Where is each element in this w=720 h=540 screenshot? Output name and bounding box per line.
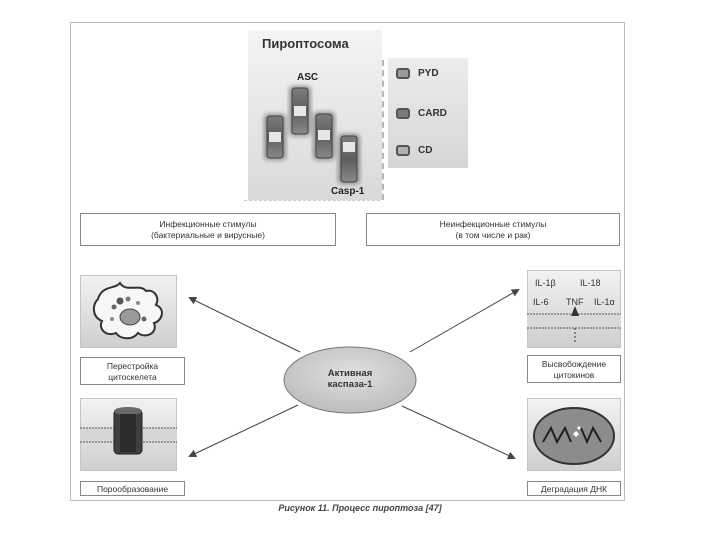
dna-label: Деградация ДНК (540, 484, 608, 494)
figure-frame (70, 22, 625, 501)
il1b-label: IL-1β (535, 278, 556, 288)
active-caspase-label: Активная каспаза-1 (284, 368, 416, 390)
arrow-to-cytokines (409, 289, 520, 353)
infectious-stimuli-line1: Инфекционные стимулы (159, 219, 257, 229)
infectious-stimuli-box: Инфекционные стимулы (бактериальные и ви… (80, 213, 336, 246)
cytokines-line1: Высвобождение (541, 359, 607, 369)
arrow-to-cytoskeleton (188, 297, 301, 353)
pore-label: Порообразование (96, 484, 169, 494)
noninfectious-stimuli-line1: Неинфекционные стимулы (439, 219, 547, 229)
il6-label: IL-6 (533, 297, 549, 307)
active-caspase-ellipse (283, 346, 417, 414)
figure-caption: Рисунок 11. Процесс пироптоза [47] (278, 503, 442, 513)
cytoskeleton-caption: Перестройка цитоскелета (80, 357, 185, 385)
casp1-filament (338, 134, 360, 184)
cytoskeleton-line1: Перестройка (106, 361, 159, 371)
asc-label: ASC (297, 72, 319, 83)
arrow-to-dna (401, 405, 516, 460)
cell-illustration (92, 281, 163, 340)
active-caspase-line2: каспаза-1 (327, 379, 373, 390)
asc-filament-1 (264, 114, 286, 160)
infectious-stimuli-line2: (бактериальные и вирусные) (151, 230, 265, 240)
il1a-label: IL-1α (594, 297, 615, 307)
noninfectious-stimuli-line2: (в том числе и рак) (455, 230, 531, 240)
card-label: CARD (418, 108, 447, 119)
cd-swatch (396, 145, 410, 156)
noninfectious-stimuli-box: Неинфекционные стимулы (в том числе и ра… (366, 213, 620, 246)
casp1-label: Casp-1 (331, 186, 365, 197)
arrow-to-pore (188, 404, 299, 458)
il18-label: IL-18 (580, 278, 601, 288)
pore-illustration (80, 407, 177, 455)
tnf-label: TNF (566, 297, 584, 307)
active-caspase-line1: Активная (327, 368, 373, 379)
pyd-swatch (396, 68, 410, 79)
divider-horizontal (244, 200, 380, 201)
cytokines-line2: цитокинов (553, 370, 595, 380)
pore-caption: Порообразование (80, 481, 185, 496)
pyroptosome-illustration (264, 86, 360, 184)
cytokines-caption: Высвобождение цитокинов (527, 355, 621, 383)
membrane-cytokines-illustration (527, 306, 621, 342)
dna-caption: Деградация ДНК (527, 481, 621, 496)
nucleus-dna-illustration (533, 407, 615, 465)
asc-filament-2 (289, 86, 311, 136)
divider-vertical (382, 60, 384, 200)
asc-filament-3 (313, 112, 335, 160)
pyd-label: PYD (418, 68, 439, 79)
pyroptosome-title: Пироптосома (262, 36, 349, 51)
cytoskeleton-line2: цитоскелета (108, 372, 157, 382)
card-swatch (396, 108, 410, 119)
cd-label: CD (418, 145, 433, 156)
